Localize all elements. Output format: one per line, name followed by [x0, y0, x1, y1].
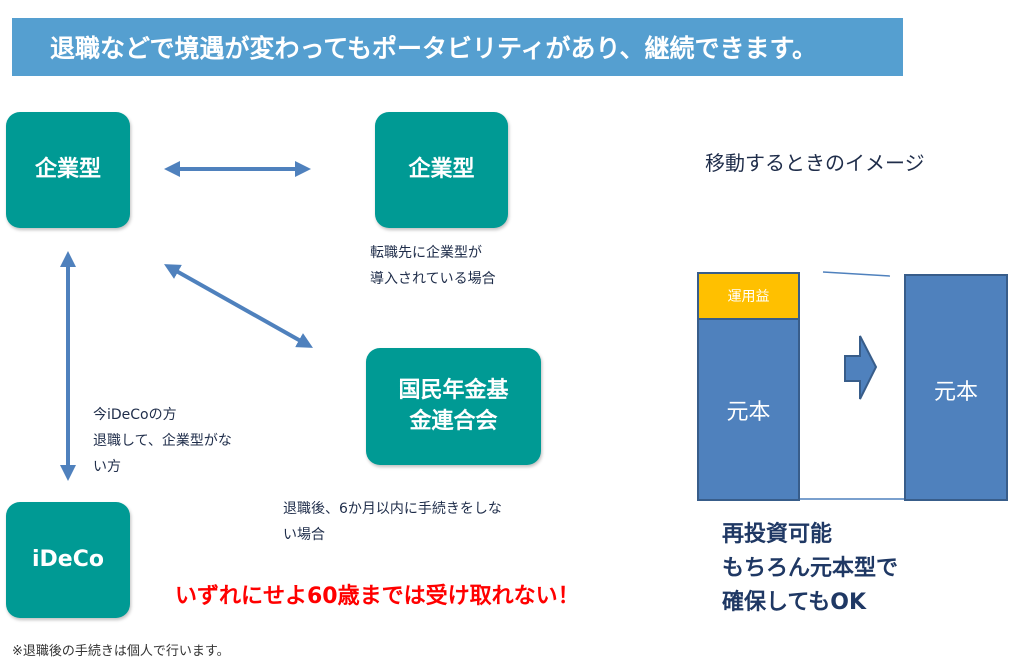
summary-line: 確保してもOK [722, 590, 866, 615]
image-title: 移動するときのイメージ [705, 151, 925, 175]
note-no-procedure: 退職後、6か月以内に手続きをしない場合 [283, 496, 502, 548]
double-arrow-diagonal [164, 264, 313, 348]
note-job-change: 転職先に企業型が導入されている場合 [370, 240, 496, 292]
banner-title: 退職などで境遇が変わってもポータビリティがあり、継続できます。 [50, 34, 818, 63]
box-label-line1: 国民年金基 [398, 377, 509, 403]
bar-after: 元本 [904, 274, 1008, 501]
warning-text: いずれにせよ60歳までは受け取れない！ [175, 584, 580, 609]
gain-segment: 運用益 [697, 272, 800, 320]
connector-top [822, 271, 891, 277]
footnote: ※退職後の手続きは個人で行います。 [12, 644, 230, 659]
box-national-pension-fund: 国民年金基金連合会 [366, 348, 541, 465]
box-corporate-dc-new: 企業型 [375, 112, 508, 228]
note-line: 導入されている場合 [370, 271, 496, 287]
box-label: 企業型 [408, 156, 475, 182]
title-banner: 退職などで境遇が変わってもポータビリティがあり、継続できます。 [12, 18, 903, 76]
principal-label: 元本 [726, 400, 771, 425]
box-label-line2: 金連合会 [409, 408, 498, 434]
note-line: 退職して、企業型がな [93, 433, 232, 449]
principal-label: 元本 [933, 380, 978, 405]
note-line: い場合 [283, 527, 325, 543]
note-line: 転職先に企業型が [370, 245, 482, 261]
summary-line: 再投資可能 [722, 522, 833, 547]
note-line: 今iDeCoの方 [93, 407, 177, 423]
summary-line: もちろん元本型で [722, 556, 899, 581]
box-label: 企業型 [34, 156, 101, 182]
gain-label: 運用益 [727, 289, 770, 305]
box-corporate-dc-current: 企業型 [6, 112, 130, 228]
box-label: iDeCo [32, 546, 104, 572]
summary-text: 再投資可能 もちろん元本型で 確保してもOK [722, 518, 898, 620]
note-line: 退職後、6か月以内に手続きをしな [283, 501, 502, 517]
note-line: い方 [93, 459, 121, 475]
right-arrow-icon [844, 335, 878, 400]
box-ideco: iDeCo [6, 502, 130, 618]
note-ideco-people: 今iDeCoの方退職して、企業型がない方 [93, 402, 232, 480]
